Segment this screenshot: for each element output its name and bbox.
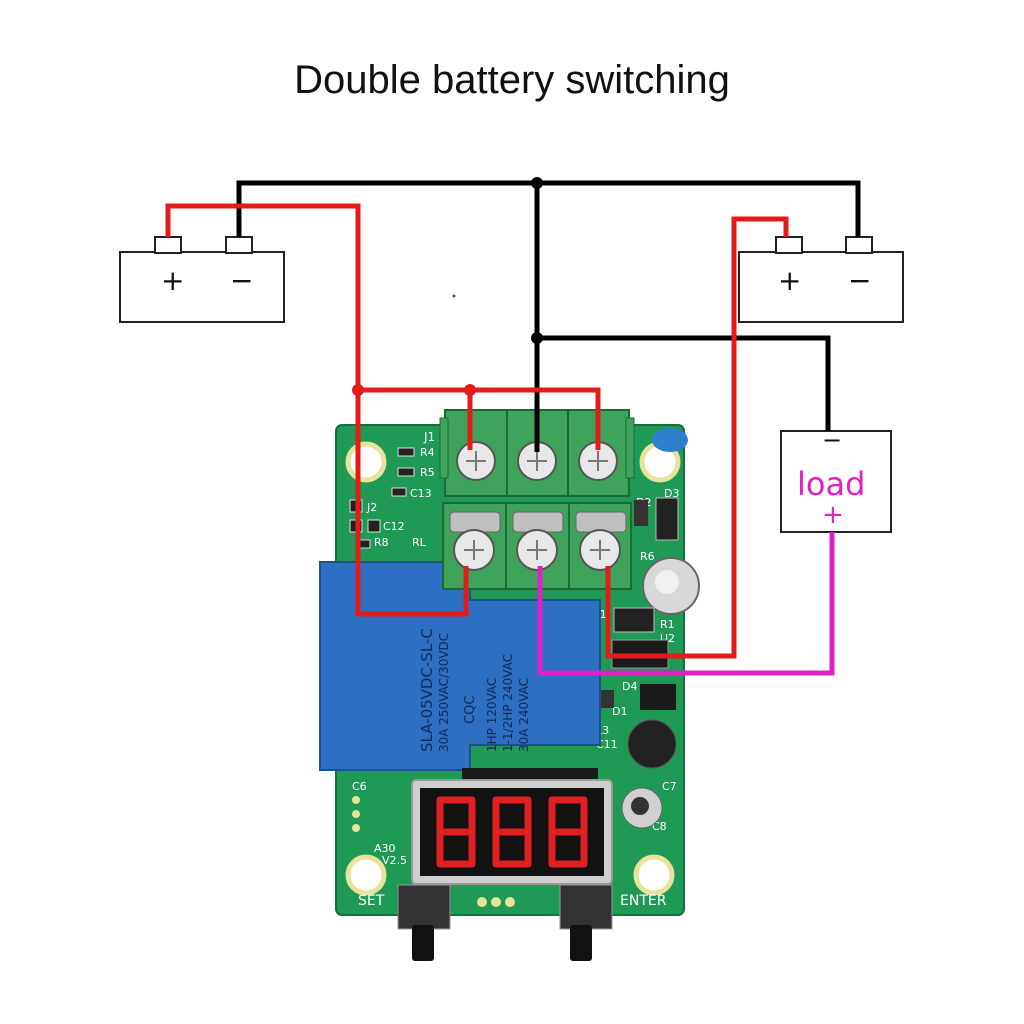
screw-slots <box>464 451 610 560</box>
chip-u2 <box>613 607 655 633</box>
load-plus-label: + <box>822 500 844 530</box>
battery-left: + − <box>119 236 285 323</box>
pcb-label: J2 <box>366 501 377 514</box>
relay-rating: 30A 240VAC <box>517 678 531 752</box>
relay-rating: 1-1/2HP 240VAC <box>501 654 515 752</box>
diode-d2 <box>634 500 648 526</box>
pcb-label: R4 <box>420 446 435 459</box>
positive-wires <box>165 203 789 659</box>
load-label: load <box>797 465 865 503</box>
pcb-label: D4 <box>622 680 637 693</box>
load-positive-wire <box>537 532 835 676</box>
load-minus-label: − <box>822 426 842 454</box>
positive-junctions <box>352 384 476 396</box>
battery-minus-label: − <box>230 264 253 297</box>
pcb-label: R8 <box>374 536 389 549</box>
inductor-l3 <box>627 719 677 769</box>
mount-hole <box>345 441 387 483</box>
battery-right: + − <box>738 236 904 323</box>
positive-bus-wire <box>358 387 601 450</box>
mount-hole <box>633 854 675 896</box>
terminal-label: J1 <box>423 430 435 444</box>
pcb-label: R5 <box>420 466 435 479</box>
pcb-label: C7 <box>662 780 677 793</box>
pcb-label: C11 <box>596 738 618 751</box>
pcb-label: R6 <box>640 550 655 563</box>
pcb-label: D3 <box>664 487 679 500</box>
pcb-label: C13 <box>410 487 432 500</box>
pcb-label: D1 <box>612 705 627 718</box>
pcb-label: C12 <box>383 520 405 533</box>
load-box: − load + <box>780 426 892 533</box>
pcb-label: C6 <box>352 780 367 793</box>
pcb-label: V2.5 <box>382 854 407 867</box>
battery-minus-label: − <box>848 264 871 297</box>
diagram-title: Double battery switching <box>294 58 730 102</box>
battery-terminal-positive <box>775 236 803 254</box>
pcb-pads <box>352 796 515 907</box>
stray-dot <box>452 294 456 298</box>
ground-wires <box>236 180 861 452</box>
relay-rating: 30A 250VAC/30VDC <box>437 633 451 752</box>
relay-rating: 1HP 120VAC <box>485 678 499 752</box>
mount-hole <box>345 854 387 896</box>
pcb-label: A30 <box>374 842 396 855</box>
enter-button[interactable]: ENTER <box>559 884 667 961</box>
seven-segment-display <box>411 768 613 885</box>
blue-capacitor <box>652 428 688 452</box>
capacitor-c7-top <box>631 797 649 815</box>
enter-label: ENTER <box>620 893 667 909</box>
pcb-label: R1 <box>660 618 675 631</box>
ground-junctions <box>531 177 543 344</box>
diode-d4 <box>640 684 676 710</box>
right-battery-positive-wire <box>605 216 789 659</box>
pcb-label: RL <box>412 536 427 549</box>
capacitor-top <box>655 570 679 594</box>
diode-d1 <box>600 690 614 708</box>
relay-cert: CQC <box>463 696 478 724</box>
battery-terminal-negative <box>845 236 873 254</box>
display-digits <box>436 796 588 868</box>
diode-d3 <box>655 497 679 541</box>
ground-bus-wire <box>236 180 861 237</box>
battery-plus-label: + <box>778 264 801 297</box>
battery-plus-label: + <box>161 264 184 297</box>
battery-terminal-positive <box>154 236 182 254</box>
set-label: SET <box>358 893 385 909</box>
left-battery-positive-wire <box>165 203 469 617</box>
ground-to-load-wire <box>537 335 831 431</box>
battery-terminal-negative <box>225 236 253 254</box>
set-button[interactable]: SET <box>358 884 451 961</box>
relay-model: SLA-05VDC-SL-C <box>418 628 436 752</box>
